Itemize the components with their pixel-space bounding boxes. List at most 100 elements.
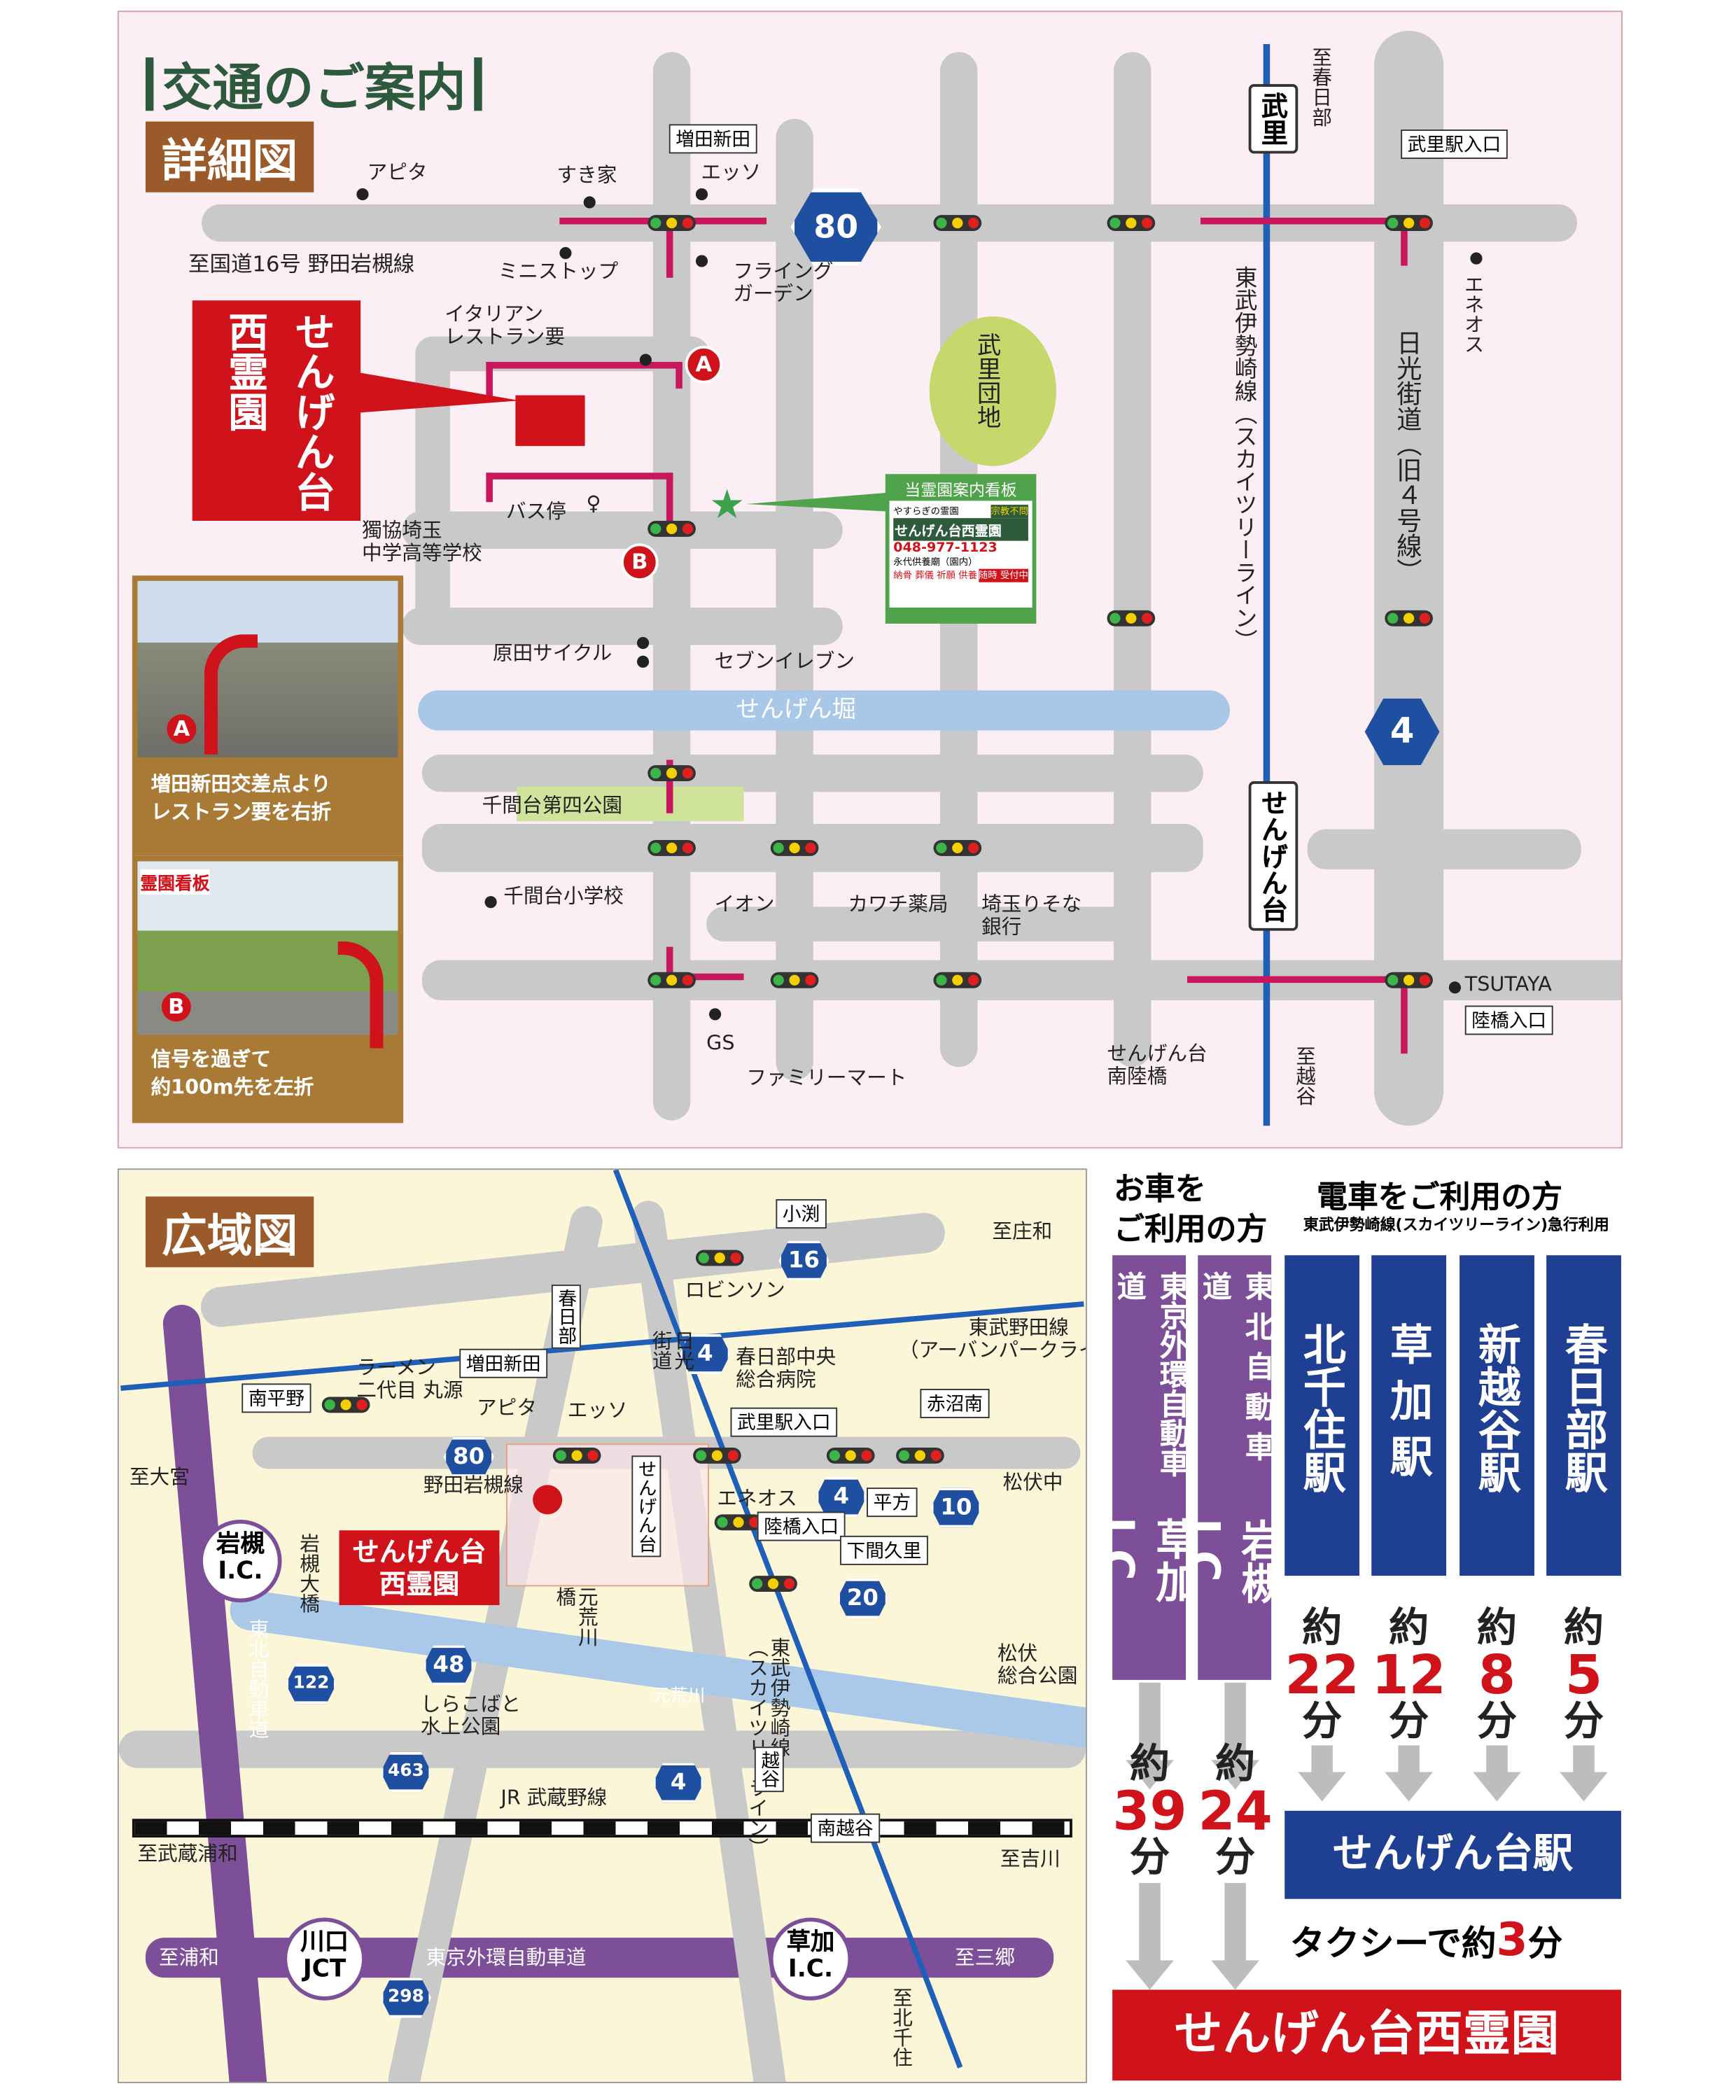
wide-robinson: ロビンソン: [685, 1278, 785, 1303]
wide-to-kitasenju: 至北千住: [890, 1987, 914, 2068]
detail-area-rect: [506, 1443, 709, 1587]
poi-eneos: エネオス: [1461, 274, 1486, 354]
poi-family-mart: ファミリーマート: [746, 1065, 907, 1090]
time-prefix: 約: [1563, 1605, 1604, 1652]
time-prefix: 約: [1129, 1741, 1170, 1788]
train-subheading: 東武伊勢崎線(スカイツリーライン)急行利用: [1303, 1215, 1609, 1234]
car-road-label: 東北自動車道: [1197, 1271, 1273, 1472]
park4-area: [517, 786, 744, 822]
time-minutes: 8: [1478, 1645, 1516, 1707]
route-20-shield: 20: [837, 1578, 888, 1619]
route-4-shield: 4: [680, 1334, 731, 1375]
time-unit: 分: [1389, 1698, 1429, 1746]
car-road-label: 東京外環自動車道: [1112, 1271, 1188, 1477]
wide-destination-line2: 西霊園: [379, 1567, 460, 1600]
wide-station-sengendai[interactable]: せんげん台: [631, 1455, 662, 1558]
wide-motoarakawa-bridge: 元荒川 橋: [553, 1586, 600, 1647]
photo-a-caption: 増田新田交差点より レストラン要を右折: [150, 771, 332, 825]
intersection-takesato-entrance: 武里駅入口: [1401, 130, 1508, 160]
wide-takesato-entrance: 武里駅入口: [730, 1407, 838, 1437]
traffic-signal: [770, 972, 819, 988]
photo-a-marker: A: [167, 714, 197, 744]
tobu-line: [1263, 43, 1270, 1126]
poi-harada-cycle: 原田サイクル: [492, 640, 612, 666]
wide-station-kasukabe[interactable]: 春日部: [551, 1284, 581, 1349]
motoarakawa-river: [227, 1587, 1086, 1754]
train-soka: 草加駅: [1371, 1255, 1447, 1576]
wide-ramen: ラーメン 二代目 丸源: [356, 1355, 463, 1402]
wide-apita: アピタ: [477, 1395, 537, 1420]
intersection-masuda: 増田新田: [668, 124, 757, 154]
destination-marker[interactable]: [515, 395, 585, 447]
route-463-shield: 463: [380, 1751, 432, 1793]
train-shinkoshigaya: 新越谷駅: [1460, 1255, 1534, 1576]
ic-kawaguchi[interactable]: 川口 JCT: [283, 1917, 366, 2001]
car-ic-label: 岩槻I.C.: [1178, 1518, 1286, 1604]
signboard-caption: 当霊園案内看板: [904, 480, 1017, 500]
station-takesato[interactable]: 武里: [1248, 84, 1298, 154]
traffic-signal: [648, 215, 696, 232]
wide-minamikoshigaya[interactable]: 南越谷: [810, 1813, 881, 1843]
wide-heading: 広域図: [145, 1196, 314, 1268]
station-sengendai[interactable]: せんげん台: [1248, 781, 1298, 931]
time-prefix: 約: [1476, 1605, 1518, 1652]
wide-to-musashiurawa: 至武蔵浦和: [137, 1841, 238, 1866]
wide-motoarakawa: 元荒川: [652, 1686, 706, 1707]
signboard-status: 随時 受付中: [978, 568, 1028, 582]
photo-b-marker: B: [161, 992, 191, 1022]
wide-nikko: 日光 街道: [650, 1330, 696, 1371]
route-4-shield: 4: [652, 1763, 704, 1803]
traffic-signal: [770, 839, 819, 856]
wide-destination-dot[interactable]: [533, 1485, 563, 1515]
route-298-shield: 298: [380, 1977, 432, 2018]
poi-esso: エッソ: [701, 160, 762, 185]
photo-b-caption: 信号を過ぎて 約100m先を左折: [150, 1046, 314, 1100]
route-122-shield: 122: [286, 1663, 337, 1704]
river-sengenbori: [418, 690, 1230, 731]
marker-b: B: [621, 543, 659, 581]
to-route16: 至国道16号 野田岩槻線: [188, 251, 415, 276]
destination-line1: せんげん台: [287, 311, 334, 512]
wide-hirakata: 平方: [867, 1488, 918, 1518]
poi-sukiya: すき家: [556, 162, 617, 188]
poi-apita: アピタ: [367, 160, 428, 185]
time-minutes: 39: [1112, 1781, 1187, 1843]
car-route-tohoku: 東北自動車道 岩槻I.C.: [1179, 1255, 1285, 1680]
poi-kawachi: カワチ薬局: [848, 892, 948, 916]
train-kitasenju: 北千住駅: [1284, 1255, 1360, 1576]
traffic-signal: [933, 972, 982, 988]
car-ic-label: 草加I.C.: [1093, 1516, 1200, 1602]
wide-destination-label: せんげん台 西霊園: [339, 1530, 500, 1606]
traffic-signal: [1385, 610, 1433, 626]
time-unit: 分: [1302, 1698, 1343, 1746]
ic-iwatsuki[interactable]: 岩槻 I.C.: [199, 1519, 282, 1603]
wide-esso: エッソ: [567, 1398, 628, 1422]
poi-rikkyo-bridge: せんげん台 南陸橋: [1107, 1042, 1208, 1088]
detail-heading: 詳細図: [145, 121, 314, 192]
station-takesato-label: 武里: [1256, 92, 1289, 146]
car-route-gaikan: 東京外環自動車道 草加I.C.: [1093, 1255, 1200, 1680]
ic-soka[interactable]: 草加 I.C.: [769, 1917, 853, 2001]
station-label: 草加駅: [1383, 1322, 1434, 1490]
wide-shirakobato: しらこばと 水上公園: [420, 1692, 522, 1738]
river-label: せんげん堀: [736, 695, 856, 724]
jr-musashino-line: [132, 1819, 1072, 1837]
station-label: 春日部駅: [1558, 1322, 1609, 1493]
route-80-shield: 80: [443, 1436, 494, 1477]
tobu-line-label: 東武伊勢崎線（スカイツリーライン）: [1229, 265, 1256, 652]
poi-elementary-school: 千間台小学校: [503, 883, 624, 909]
wide-osu: 小渕: [776, 1199, 827, 1229]
park-takesato-danchi: [929, 316, 1056, 466]
wide-station-koshigaya[interactable]: 越谷: [754, 1746, 784, 1793]
photo-a: A: [137, 580, 398, 757]
signboard-tagline: やすらぎの霊園: [893, 506, 959, 517]
poi-park4: 千間台第四公園: [482, 793, 623, 818]
signboard-phone: 048-977-1123: [893, 540, 997, 556]
wide-to-misato: 至三郷: [955, 1945, 1015, 1970]
title-bar: 交通のご案内: [145, 47, 482, 120]
poi-ministop: ミニストップ: [498, 259, 619, 284]
destination-line2: 西霊園: [220, 311, 267, 432]
traffic-signal: [933, 839, 982, 856]
